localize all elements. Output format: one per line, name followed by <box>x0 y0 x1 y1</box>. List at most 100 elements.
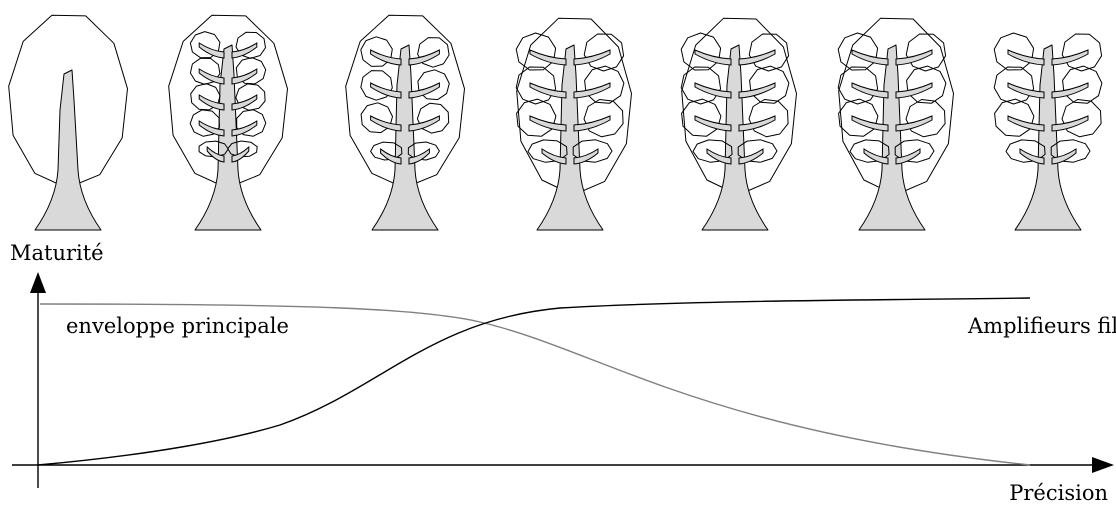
leaf-polygon <box>849 139 890 163</box>
leaf-polygon <box>905 99 946 138</box>
tree-branch <box>851 49 889 66</box>
leaf-polygon <box>993 66 1035 105</box>
tree-branch <box>1007 115 1045 132</box>
tree-branch <box>408 82 440 99</box>
leaf-polygon <box>417 69 450 101</box>
tree-branch <box>863 148 889 165</box>
tree-stage-2 <box>168 14 288 231</box>
leaf-polygon <box>838 98 879 137</box>
tree-stage-1 <box>8 14 128 231</box>
tree-trunk <box>194 44 262 231</box>
tree-stage-4 <box>515 17 632 231</box>
amplifier-curve <box>37 297 1031 466</box>
tree-branch <box>694 115 732 132</box>
tree-branch <box>1051 82 1089 99</box>
tree-stages <box>8 14 1103 231</box>
leaf-polygon <box>198 140 229 158</box>
leaf-polygon <box>235 31 266 59</box>
tree-branch <box>1007 49 1045 66</box>
leaf-polygon <box>994 98 1035 137</box>
leaf-polygon <box>692 139 733 163</box>
leaf-polygon <box>516 98 557 137</box>
leaf-polygon <box>1062 65 1103 104</box>
leaf-polygon <box>417 37 450 68</box>
leaf-polygon <box>407 141 440 161</box>
leaf-polygon <box>905 33 947 72</box>
envelope-polygon <box>168 14 288 189</box>
leaf-polygon <box>680 66 722 105</box>
tree-trunk <box>371 44 439 231</box>
leaf-polygon <box>527 139 568 163</box>
tree-branch <box>231 42 258 59</box>
tree-branch <box>198 42 225 59</box>
tree-branch <box>694 82 732 99</box>
leaf-polygon <box>748 99 789 138</box>
tree-branch <box>738 115 776 132</box>
leaf-polygon <box>360 36 393 67</box>
axes: Maturité Précision <box>10 241 1114 505</box>
tree-stage-3 <box>345 14 465 231</box>
tree-branch <box>1007 82 1045 99</box>
tree-branch <box>370 115 402 132</box>
envelope-curve <box>39 303 1031 466</box>
tree-trunk <box>536 44 604 231</box>
tree-trunk <box>34 69 102 231</box>
tree-branch <box>1051 148 1077 165</box>
tree-branch <box>529 115 567 132</box>
tree-branch <box>408 49 440 66</box>
tree-branch <box>573 49 611 66</box>
tree-stage-5 <box>680 17 797 231</box>
tree-branch <box>231 145 250 163</box>
tree-branch <box>370 82 402 99</box>
tree-branch <box>706 148 732 165</box>
leaf-polygon <box>837 32 879 71</box>
leaf-polygon <box>227 140 258 158</box>
leaf-polygon <box>189 57 221 85</box>
leaf-polygon <box>1005 139 1046 163</box>
leaf-polygon <box>235 83 266 111</box>
tree-branch <box>738 148 764 165</box>
tree-branch <box>408 147 430 165</box>
leaf-polygon <box>515 66 557 105</box>
leaf-polygon <box>993 32 1035 71</box>
tree-branch <box>198 68 225 85</box>
leaf-polygon <box>416 102 450 134</box>
curves: enveloppe principale Amplifieurs fils <box>37 297 1116 466</box>
tree-branch <box>198 120 225 137</box>
leaf-polygon <box>360 102 393 134</box>
tree-branch <box>895 82 933 99</box>
tree-branch <box>1019 148 1045 165</box>
tree-trunk <box>701 44 769 231</box>
leaf-polygon <box>370 141 403 161</box>
tree-branch <box>694 49 732 66</box>
leaf-polygon <box>749 65 790 104</box>
tree-branch <box>380 147 402 165</box>
tree-branch <box>895 148 921 165</box>
leaf-polygon <box>1061 33 1103 72</box>
tree-branch <box>529 82 567 99</box>
tree-branch <box>851 115 889 132</box>
envelope-polygon <box>345 14 465 189</box>
tree-stage-7 <box>993 32 1103 231</box>
x-axis-label: Précision <box>1009 481 1108 505</box>
envelope-curve-label: enveloppe principale <box>66 314 289 338</box>
leaf-polygon <box>583 99 624 138</box>
leaf-polygon <box>360 70 393 101</box>
tree-branch <box>851 82 889 99</box>
tree-branch <box>738 82 776 99</box>
envelope-polygon <box>8 14 128 189</box>
amplifier-curve-label: Amplifieurs fils <box>967 314 1116 338</box>
tree-branch <box>573 148 599 165</box>
leaf-polygon <box>189 109 220 137</box>
tree-branch <box>738 49 776 66</box>
tree-branch <box>198 94 225 111</box>
tree-trunk <box>858 44 926 231</box>
tree-trunk <box>1014 44 1082 231</box>
leaf-polygon <box>235 57 267 85</box>
tree-branch <box>573 82 611 99</box>
leaf-polygon <box>748 33 790 72</box>
tree-branch <box>408 115 440 132</box>
tree-branch <box>541 148 567 165</box>
tree-branch <box>895 49 933 66</box>
